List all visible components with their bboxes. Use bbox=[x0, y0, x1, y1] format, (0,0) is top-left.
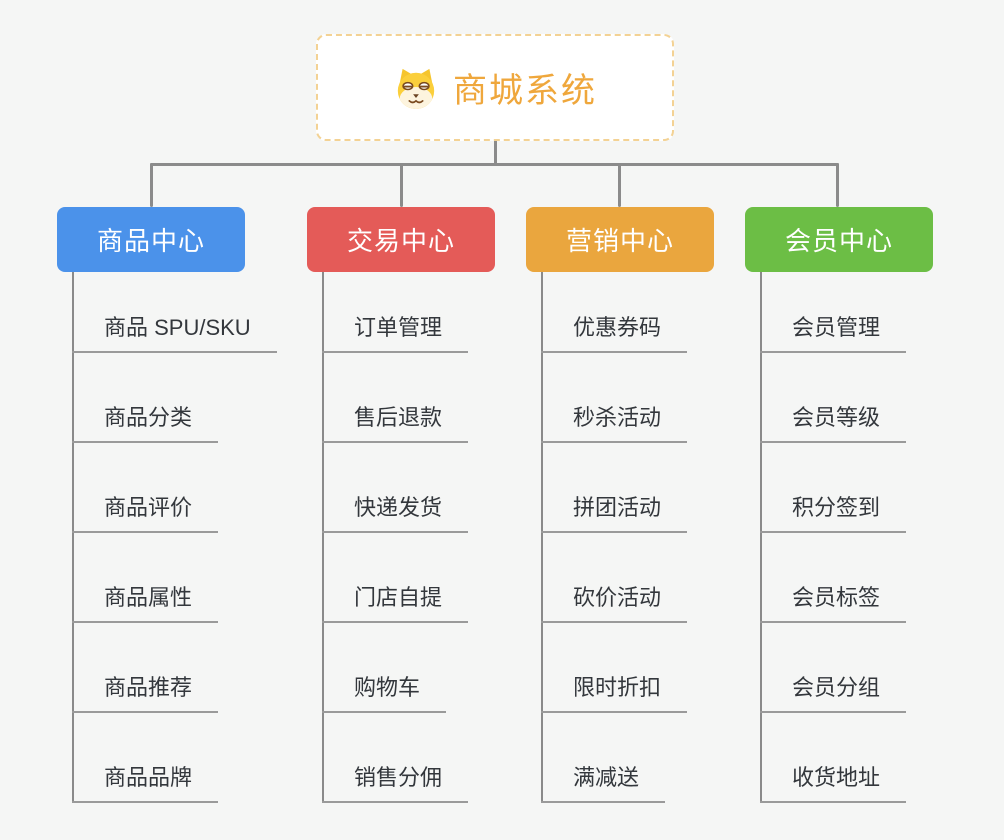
branch-node-product-center[interactable]: 商品中心 bbox=[57, 207, 245, 272]
connector-root-stem bbox=[494, 140, 497, 164]
doge-icon bbox=[393, 66, 439, 110]
child-node[interactable]: 商品品牌 bbox=[72, 764, 219, 803]
child-node[interactable]: 会员等级 bbox=[760, 404, 907, 443]
child-node[interactable]: 限时折扣 bbox=[541, 674, 688, 713]
branch-children-member-center: 会员管理 会员等级 积分签到 会员标签 会员分组 收货地址 bbox=[760, 263, 1004, 803]
child-node[interactable]: 商品推荐 bbox=[72, 674, 219, 713]
child-node[interactable]: 会员管理 bbox=[760, 314, 907, 353]
child-node[interactable]: 会员标签 bbox=[760, 584, 907, 623]
child-node[interactable]: 会员分组 bbox=[760, 674, 907, 713]
child-node[interactable]: 满减送 bbox=[541, 764, 666, 803]
root-title: 商城系统 bbox=[453, 72, 597, 110]
child-node[interactable]: 商品评价 bbox=[72, 494, 219, 533]
connector-drop-branch-1 bbox=[150, 163, 153, 207]
child-node[interactable]: 商品 SPU/SKU bbox=[72, 314, 277, 353]
branch-children-trade-center: 订单管理 售后退款 快递发货 门店自提 购物车 销售分佣 bbox=[322, 263, 572, 803]
child-node[interactable]: 门店自提 bbox=[322, 584, 469, 623]
connector-drop-branch-3 bbox=[618, 163, 621, 207]
child-node[interactable]: 拼团活动 bbox=[541, 494, 688, 533]
connector-bus bbox=[150, 163, 839, 166]
child-node[interactable]: 积分签到 bbox=[760, 494, 907, 533]
branch-spine-4 bbox=[760, 272, 762, 803]
branch-spine-2 bbox=[322, 272, 324, 803]
child-node[interactable]: 收货地址 bbox=[760, 764, 907, 803]
branch-node-trade-center[interactable]: 交易中心 bbox=[307, 207, 495, 272]
child-node[interactable]: 快递发货 bbox=[322, 494, 469, 533]
branch-node-member-center[interactable]: 会员中心 bbox=[745, 207, 933, 272]
branch-children-marketing-center: 优惠券码 秒杀活动 拼团活动 砍价活动 限时折扣 满减送 bbox=[541, 263, 791, 803]
child-node[interactable]: 砍价活动 bbox=[541, 584, 688, 623]
child-node[interactable]: 购物车 bbox=[322, 674, 447, 713]
connector-drop-branch-4 bbox=[836, 163, 839, 207]
connector-drop-branch-2 bbox=[400, 163, 403, 207]
child-node[interactable]: 秒杀活动 bbox=[541, 404, 688, 443]
child-node[interactable]: 优惠券码 bbox=[541, 314, 688, 353]
child-node[interactable]: 商品属性 bbox=[72, 584, 219, 623]
branch-node-marketing-center[interactable]: 营销中心 bbox=[526, 207, 714, 272]
root-node[interactable]: 商城系统 bbox=[316, 34, 674, 141]
branch-spine-3 bbox=[541, 272, 543, 803]
child-node[interactable]: 销售分佣 bbox=[322, 764, 469, 803]
child-node[interactable]: 商品分类 bbox=[72, 404, 219, 443]
child-node[interactable]: 售后退款 bbox=[322, 404, 469, 443]
branch-spine-1 bbox=[72, 272, 74, 803]
child-node[interactable]: 订单管理 bbox=[322, 314, 469, 353]
branch-children-product-center: 商品 SPU/SKU 商品分类 商品评价 商品属性 商品推荐 商品品牌 bbox=[72, 263, 322, 803]
